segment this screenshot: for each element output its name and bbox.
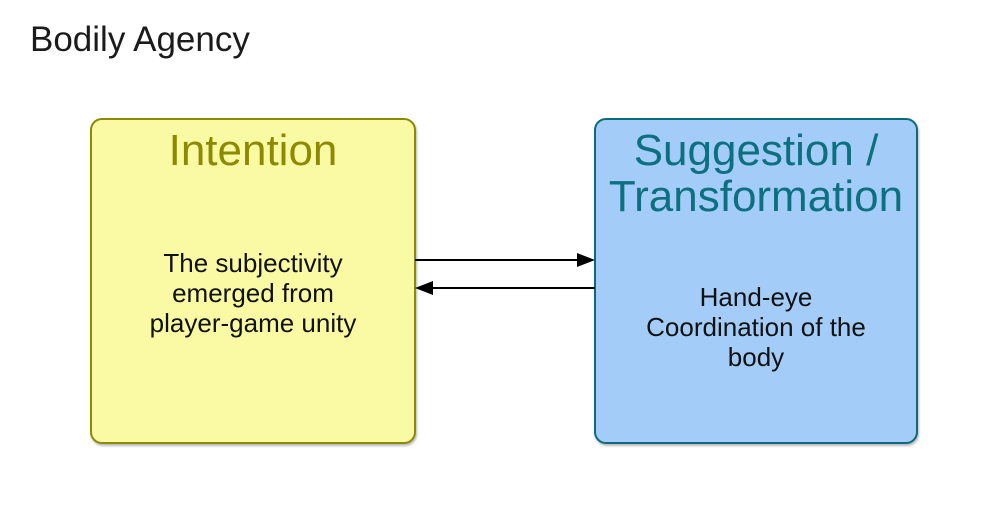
- body-line: Hand-eye: [699, 282, 813, 312]
- body-line: player-game unity: [149, 308, 357, 338]
- right-arrow-icon: [415, 253, 595, 267]
- suggestion-transformation-box-title: Suggestion / Transformation: [596, 128, 916, 220]
- body-line: body: [727, 342, 785, 372]
- connector-arrows: [415, 253, 595, 295]
- suggestion-transformation-box: Suggestion / Transformation Hand-eye Coo…: [594, 118, 918, 444]
- body-line: Coordination of the: [646, 312, 866, 342]
- title-line: Transformation: [608, 172, 904, 221]
- body-line: The subjectivity: [163, 248, 343, 278]
- suggestion-transformation-box-body: Hand-eye Coordination of the body: [596, 282, 916, 372]
- page-title: Bodily Agency: [30, 20, 250, 59]
- intention-box-body: The subjectivity emerged from player-gam…: [92, 248, 414, 338]
- title-line: Suggestion /: [633, 126, 879, 175]
- body-line: emerged from: [172, 278, 334, 308]
- intention-box: Intention The subjectivity emerged from …: [90, 118, 416, 444]
- intention-box-title: Intention: [168, 126, 338, 175]
- left-arrow-icon: [415, 281, 595, 295]
